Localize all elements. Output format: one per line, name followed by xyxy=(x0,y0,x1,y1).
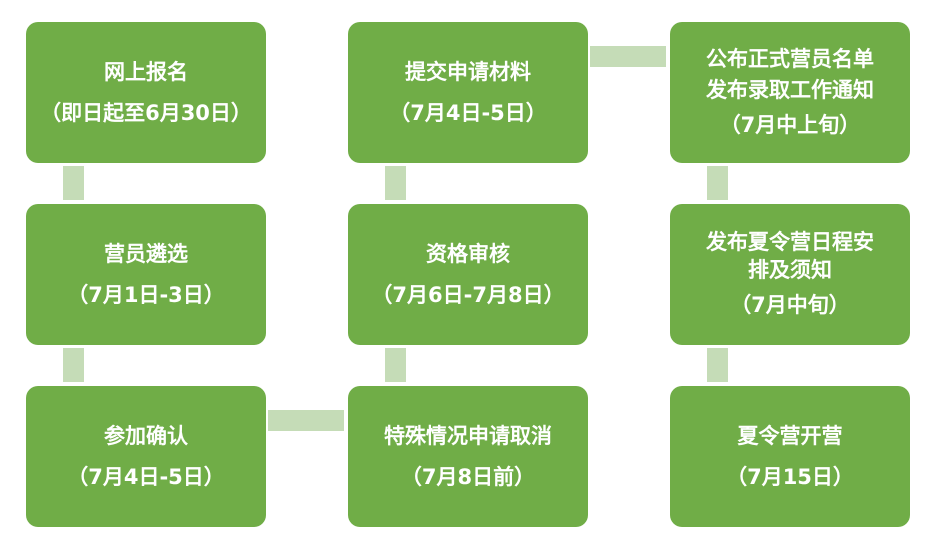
connector-c3-r1-r2 xyxy=(707,166,728,200)
step-publish-schedule: 发布夏令营日程安 排及须知 （7月中旬） xyxy=(670,204,910,345)
step-date: （7月1日-3日） xyxy=(67,282,225,307)
connector-c1-c2-r3 xyxy=(268,410,344,431)
connector-c2-r3-r2 xyxy=(385,348,406,382)
step-date: （7月8日前） xyxy=(400,464,536,489)
step-title: 资格审核 xyxy=(426,241,510,266)
step-camper-selection: 营员遴选 （7月1日-3日） xyxy=(26,204,266,345)
step-date: （7月中上旬） xyxy=(719,113,861,137)
connector-c1-r2-r3 xyxy=(63,348,84,382)
step-title: 发布夏令营日程安 排及须知 xyxy=(706,230,874,282)
step-submit-materials: 提交申请材料 （7月4日-5日） xyxy=(348,22,588,163)
step-date: （即日起至6月30日） xyxy=(40,100,252,125)
step-date: （7月6日-7月8日） xyxy=(371,282,565,307)
step-date: （7月15日） xyxy=(726,464,854,489)
step-camp-opening: 夏令营开营 （7月15日） xyxy=(670,386,910,527)
step-title: 营员遴选 xyxy=(104,241,188,266)
connector-c3-r2-r3 xyxy=(707,348,728,382)
step-title: 网上报名 xyxy=(104,59,188,84)
connector-c2-r2-r1 xyxy=(385,166,406,200)
connector-c2-c3-r1 xyxy=(590,46,666,67)
step-title: 提交申请材料 xyxy=(405,59,531,84)
step-title: 公布正式营员名单 发布录取工作通知 xyxy=(706,47,874,102)
step-title: 夏令营开营 xyxy=(737,423,843,448)
step-participation-confirmation: 参加确认 （7月4日-5日） xyxy=(26,386,266,527)
step-online-registration: 网上报名 （即日起至6月30日） xyxy=(26,22,266,163)
step-date: （7月4日-5日） xyxy=(67,464,225,489)
step-special-cancellation: 特殊情况申请取消 （7月8日前） xyxy=(348,386,588,527)
step-title: 参加确认 xyxy=(104,423,188,448)
step-title: 特殊情况申请取消 xyxy=(384,423,552,448)
connector-c1-r1-r2 xyxy=(63,166,84,200)
step-publish-list: 公布正式营员名单 发布录取工作通知 （7月中上旬） xyxy=(670,22,910,163)
step-date: （7月4日-5日） xyxy=(389,100,547,125)
step-qualification-review: 资格审核 （7月6日-7月8日） xyxy=(348,204,588,345)
step-date: （7月中旬） xyxy=(730,293,850,317)
